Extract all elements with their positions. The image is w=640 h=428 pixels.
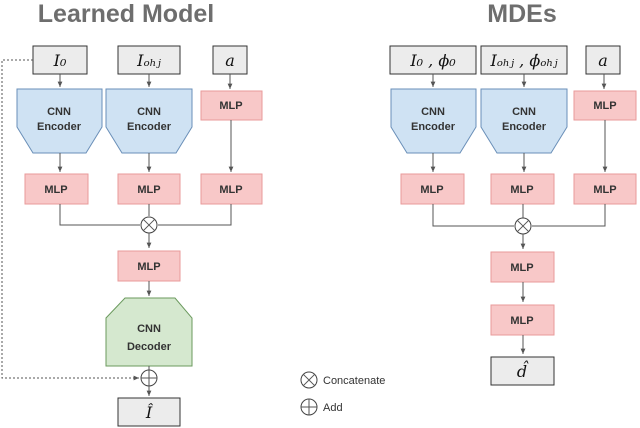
- svg-text:CNN: CNN: [137, 106, 161, 118]
- left-concatenate-node: [140, 216, 158, 234]
- left-mlp-2: MLP: [117, 173, 181, 205]
- left-add-node: [140, 369, 158, 387]
- svg-text:MLP: MLP: [510, 262, 533, 274]
- right-mlp-1: MLP: [400, 173, 465, 205]
- svg-text:I₀: I₀: [53, 51, 67, 70]
- svg-text:MLP: MLP: [219, 184, 242, 196]
- svg-text:Add: Add: [323, 402, 343, 414]
- right-input-iobj-phidot: Iₒₕⱼ , ϕ̇ₒₕⱼ: [480, 45, 568, 75]
- left-output-ihat: Î: [117, 397, 181, 427]
- svg-text:MLP: MLP: [510, 315, 533, 327]
- svg-text:CNN: CNN: [512, 106, 536, 118]
- svg-text:MLP: MLP: [510, 184, 533, 196]
- right-mlp-merged-2: MLP: [490, 304, 555, 336]
- right-concatenate-node: [514, 217, 532, 235]
- left-mlp-1: MLP: [24, 173, 89, 205]
- svg-text:Iₒₕⱼ , ϕ̇ₒₕⱼ: Iₒₕⱼ , ϕ̇ₒₕⱼ: [489, 51, 558, 70]
- svg-text:MLP: MLP: [420, 184, 443, 196]
- svg-text:MLP: MLP: [219, 100, 242, 112]
- svg-text:MLP: MLP: [137, 184, 160, 196]
- right-mlp-merged-1: MLP: [490, 251, 555, 283]
- svg-text:Decoder: Decoder: [127, 341, 172, 353]
- left-mlp-3: MLP: [200, 173, 263, 205]
- svg-text:MLP: MLP: [593, 184, 616, 196]
- svg-text:Encoder: Encoder: [502, 121, 547, 133]
- left-cnn-decoder: CNN Decoder: [105, 297, 193, 367]
- svg-text:CNN: CNN: [421, 106, 445, 118]
- right-input-action: a: [585, 45, 621, 75]
- svg-text:CNN: CNN: [47, 106, 71, 118]
- svg-text:a: a: [225, 51, 235, 70]
- left-mlp-action: MLP: [200, 90, 263, 121]
- svg-text:Encoder: Encoder: [37, 121, 82, 133]
- right-mlp-3: MLP: [573, 173, 637, 205]
- right-mlp-action: MLP: [573, 90, 637, 121]
- right-mlp-2: MLP: [490, 173, 555, 205]
- svg-text:MLP: MLP: [593, 100, 616, 112]
- svg-text:Concatenate: Concatenate: [323, 375, 385, 387]
- svg-text:Î: Î: [145, 402, 154, 422]
- learned-model-title: Learned Model: [38, 0, 214, 28]
- svg-text:Iₒₕⱼ: Iₒₕⱼ: [136, 51, 161, 70]
- skip-connection: [1, 59, 139, 381]
- left-cnn-encoder-2: CNN Encoder: [105, 88, 193, 154]
- legend-concatenate: Concatenate: [300, 371, 385, 389]
- legend-add: Add: [300, 398, 343, 416]
- mdes-title: MDEs: [487, 0, 556, 28]
- left-cnn-encoder-1: CNN Encoder: [16, 88, 103, 154]
- left-input-action: a: [212, 45, 248, 75]
- svg-text:CNN: CNN: [137, 323, 161, 335]
- svg-text:MLP: MLP: [44, 184, 67, 196]
- left-mlp-merged: MLP: [117, 250, 181, 282]
- right-cnn-encoder-1: CNN Encoder: [390, 88, 477, 154]
- svg-text:MLP: MLP: [137, 261, 160, 273]
- right-input-i0-phi0: I₀ , ϕ₀: [389, 45, 477, 75]
- svg-text:Encoder: Encoder: [127, 121, 172, 133]
- left-input-i0: I₀: [32, 45, 88, 75]
- left-input-iobj: Iₒₕⱼ: [117, 45, 181, 75]
- svg-text:Encoder: Encoder: [411, 121, 456, 133]
- right-cnn-encoder-2: CNN Encoder: [480, 88, 568, 154]
- svg-text:a: a: [598, 51, 608, 70]
- svg-text:I₀ , ϕ₀: I₀ , ϕ₀: [409, 51, 456, 70]
- svg-text:d̂: d̂: [517, 361, 529, 381]
- right-output-dhat: d̂: [490, 356, 555, 386]
